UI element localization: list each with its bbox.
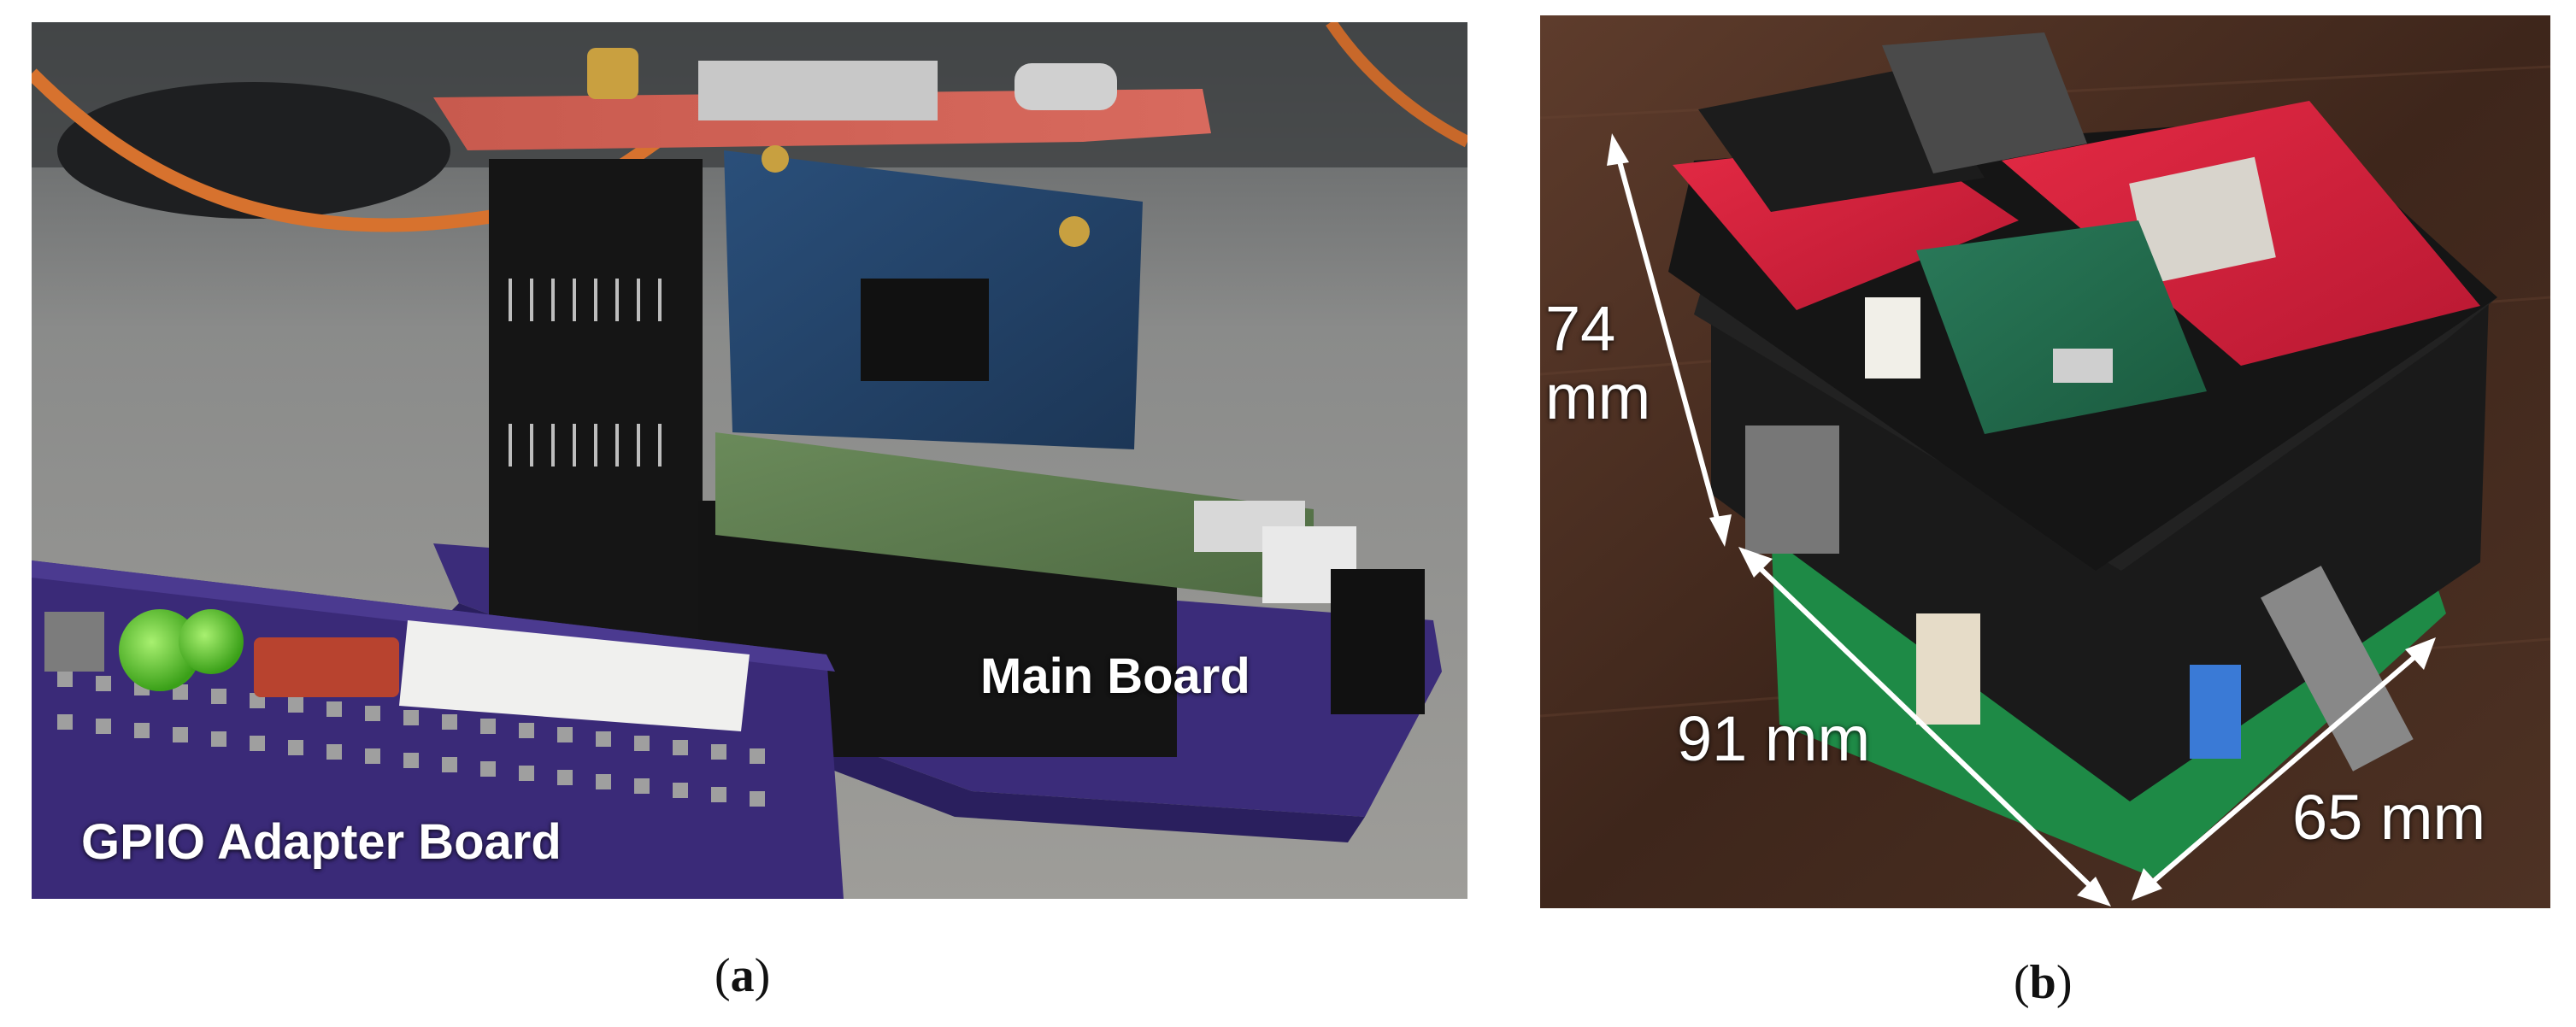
dimension-width-label: 65 mm [2292,782,2486,853]
main-board-label: Main Board [980,648,1250,704]
caption-a-letter: a [730,949,755,1002]
caption-a: (a) [715,949,771,1002]
caption-b: (b) [2014,956,2073,1009]
photo-panel-b: 74 mm 91 mm 65 mm [1540,15,2550,908]
dimension-height-value: 74 [1545,293,1616,364]
photo-panel-a: Main Board GPIO Adapter Board [32,22,1467,899]
caption-b-letter: b [2029,956,2056,1009]
dimension-length-label: 91 mm [1677,703,1871,774]
gpio-adapter-board-label: GPIO Adapter Board [81,814,562,870]
dimension-height-unit: mm [1545,361,1651,432]
sensor-stack-photo [32,22,1467,899]
sensor-box-dimension-photo [1540,15,2550,908]
